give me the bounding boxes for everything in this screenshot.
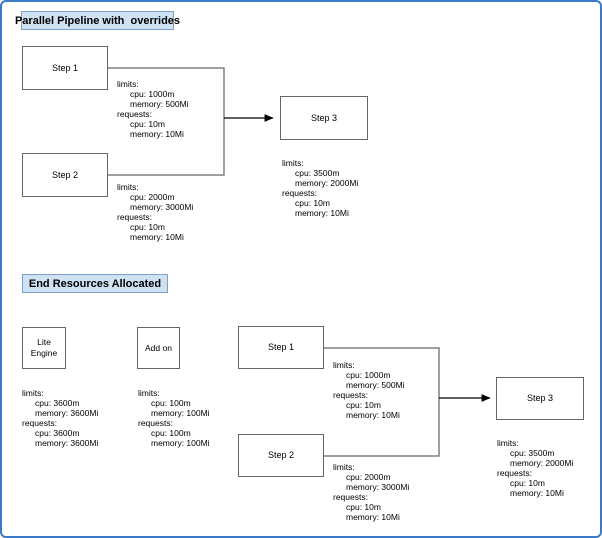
resource-line: memory: 3600Mi <box>35 408 99 418</box>
node-bottom-step3-label: Step 3 <box>526 393 554 403</box>
resource-line: cpu: 1000m <box>130 89 175 99</box>
resource-line: memory: 10Mi <box>346 410 400 420</box>
resource-line: requests: <box>282 188 317 198</box>
resource-line: requests: <box>22 418 57 428</box>
resource-line: memory: 10Mi <box>510 488 564 498</box>
resource-line: limits: <box>333 360 355 370</box>
resource-line: requests: <box>497 468 532 478</box>
node-top-step3-label: Step 3 <box>310 112 338 123</box>
node-bottom-step2: Step 2 <box>238 434 324 477</box>
resource-line: memory: 100Mi <box>151 438 210 448</box>
resource-line: cpu: 3500m <box>510 448 555 458</box>
resource-line: memory: 2000Mi <box>295 178 359 188</box>
node-add-on: Add on <box>137 327 180 369</box>
resource-line: limits: <box>282 158 304 168</box>
bottom-step3-resources: limits: cpu: 3500m memory: 2000Mi reques… <box>497 438 573 498</box>
resource-line: cpu: 10m <box>130 222 165 232</box>
resource-line: cpu: 10m <box>510 478 545 488</box>
resource-line: memory: 3000Mi <box>346 482 410 492</box>
resource-line: cpu: 3500m <box>295 168 340 178</box>
resource-line: memory: 10Mi <box>295 208 349 218</box>
resource-line: memory: 500Mi <box>130 99 189 109</box>
top-step3-resources: limits: cpu: 3500m memory: 2000Mi reques… <box>282 158 358 218</box>
resource-line: limits: <box>138 388 160 398</box>
resource-line: cpu: 3600m <box>35 428 80 438</box>
node-bottom-step1: Step 1 <box>238 326 324 369</box>
resource-line: memory: 10Mi <box>346 512 400 522</box>
section-title-end-resources: End Resources Allocated <box>22 274 168 293</box>
resource-line: cpu: 1000m <box>346 370 391 380</box>
resource-line: cpu: 3600m <box>35 398 80 408</box>
section-title-parallel-pipeline: Parallel Pipeline with overrides <box>15 11 180 30</box>
resource-line: cpu: 100m <box>151 428 191 438</box>
resource-line: memory: 10Mi <box>130 129 184 139</box>
resource-line: limits: <box>497 438 519 448</box>
resource-line: cpu: 2000m <box>130 192 175 202</box>
resource-line: memory: 100Mi <box>151 408 210 418</box>
node-add-on-label: Add on <box>145 342 172 353</box>
resource-line: requests: <box>117 109 152 119</box>
resource-line: requests: <box>117 212 152 222</box>
resource-line: limits: <box>117 79 139 89</box>
resource-line: cpu: 10m <box>346 502 381 512</box>
node-lite-engine: Lite Engine <box>22 327 66 369</box>
resource-line: cpu: 10m <box>130 119 165 129</box>
resource-line: memory: 10Mi <box>130 232 184 242</box>
resource-line: cpu: 10m <box>346 400 381 410</box>
lite-engine-resources: limits: cpu: 3600m memory: 3600Mi reques… <box>22 388 98 448</box>
resource-line: memory: 3000Mi <box>130 202 194 212</box>
node-lite-engine-label-line2: Engine <box>30 348 58 358</box>
resource-line: memory: 3600Mi <box>35 438 99 448</box>
resource-line: limits: <box>117 182 139 192</box>
resource-line: limits: <box>333 462 355 472</box>
node-bottom-step1-label: Step 1 <box>267 342 295 352</box>
node-top-step3: Step 3 <box>280 96 368 140</box>
node-bottom-step2-label: Step 2 <box>267 450 295 460</box>
resource-line: memory: 500Mi <box>346 380 405 390</box>
node-bottom-step3: Step 3 <box>496 377 584 420</box>
bottom-step1-resources: limits: cpu: 1000m memory: 500Mi request… <box>333 360 405 420</box>
resource-line: cpu: 2000m <box>346 472 391 482</box>
resource-line: cpu: 10m <box>295 198 330 208</box>
resource-line: requests: <box>138 418 173 428</box>
node-top-step1-label: Step 1 <box>51 62 79 73</box>
top-step2-resources: limits: cpu: 2000m memory: 3000Mi reques… <box>117 182 193 242</box>
bottom-step2-resources: limits: cpu: 2000m memory: 3000Mi reques… <box>333 462 409 522</box>
resource-line: cpu: 100m <box>151 398 191 408</box>
node-top-step2-label: Step 2 <box>51 169 79 180</box>
resource-line: requests: <box>333 492 368 502</box>
node-top-step2: Step 2 <box>22 153 108 197</box>
add-on-resources: limits: cpu: 100m memory: 100Mi requests… <box>138 388 210 448</box>
resource-line: requests: <box>333 390 368 400</box>
node-lite-engine-label-line1: Lite <box>37 337 51 347</box>
top-step1-resources: limits: cpu: 1000m memory: 500Mi request… <box>117 79 189 139</box>
node-top-step1: Step 1 <box>22 46 108 90</box>
resource-line: limits: <box>22 388 44 398</box>
resource-line: memory: 2000Mi <box>510 458 574 468</box>
